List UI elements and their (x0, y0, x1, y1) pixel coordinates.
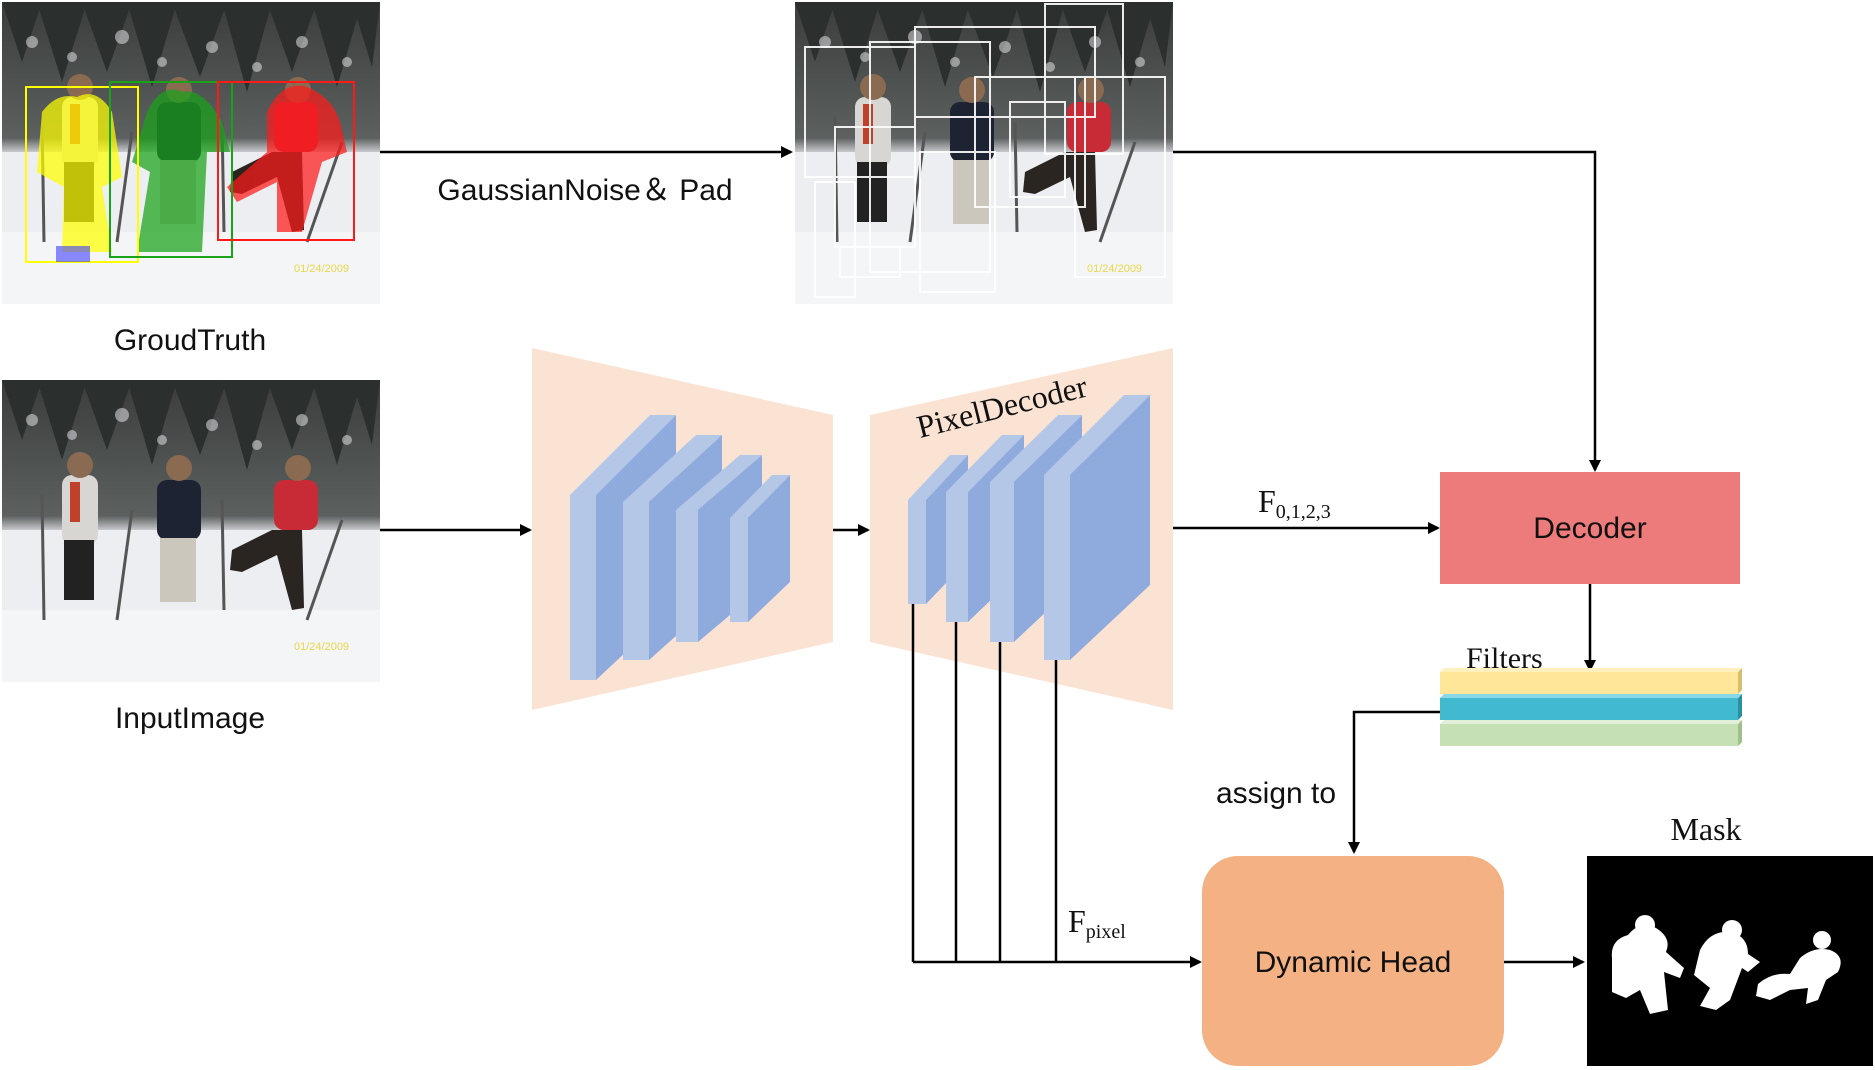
filter-yellow-rect (1440, 672, 1738, 694)
decoder-box (1440, 472, 1740, 584)
pixel-decoder: PixelDecoder (870, 348, 1173, 710)
ground-truth-image: 01/24/2009 (2, 2, 380, 304)
dynamic-head-label: Dynamic Head (1255, 946, 1452, 979)
filters-stack (1440, 668, 1742, 746)
dynamic-head-block: Dynamic Head (1202, 856, 1504, 1066)
filter-bar-yellow (1440, 668, 1742, 694)
gaussian-noise-label: GaussianNoise＆ Pad (437, 174, 732, 207)
input-date-stamp: 01/24/2009 (294, 641, 349, 653)
filter-bar-green (1440, 720, 1742, 746)
ground-truth-caption: GroudTruth (114, 324, 266, 357)
ground-truth-date-stamp: 01/24/2009 (294, 263, 349, 275)
mask-image (1587, 856, 1873, 1066)
pixel-decoder-block-4 (1044, 395, 1150, 660)
f-pixel-label: Fpixel (1068, 903, 1126, 943)
decoder-block: Decoder (1440, 472, 1740, 584)
filter-teal-rect (1440, 698, 1738, 720)
arrow-noisy-to-decoder (1173, 150, 1601, 472)
arrow-filters-to-dynamic-head (1348, 710, 1440, 854)
backbone-encoder (532, 348, 833, 710)
input-image: 01/24/2009 (2, 380, 380, 682)
input-image-caption: InputImage (115, 702, 265, 735)
filter-green-rect (1440, 724, 1738, 746)
noisy-boxes-image: 01/24/2009 (795, 2, 1173, 304)
filter-bar-teal (1440, 694, 1742, 720)
backbone-blocks (570, 415, 790, 680)
pixel-decoder-blocks (908, 395, 1150, 660)
assign-to-label: assign to (1216, 777, 1336, 810)
dynamic-head-box (1202, 856, 1504, 1066)
mask-label: Mask (1670, 811, 1741, 847)
backbone-block-4 (730, 475, 790, 622)
f-main-label: F0,1,2,3 (1258, 483, 1331, 523)
noisy-date-stamp: 01/24/2009 (1087, 263, 1142, 275)
decoder-label: Decoder (1533, 512, 1646, 545)
pixel-feature-lines (911, 604, 1202, 968)
